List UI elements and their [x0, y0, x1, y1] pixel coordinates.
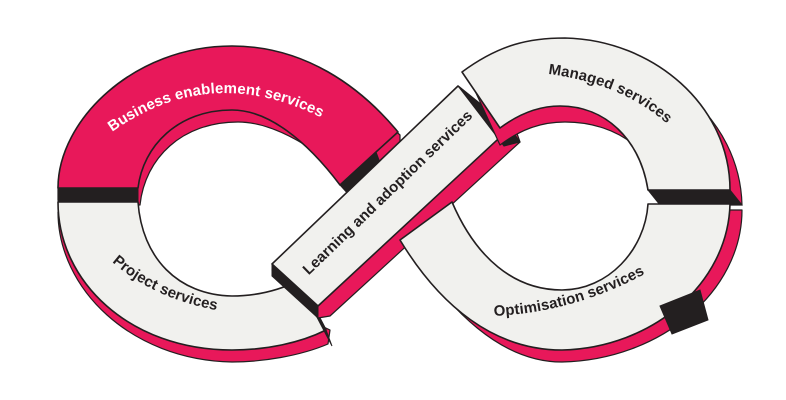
- right-loop: Managed services Optimisation services: [399, 37, 744, 363]
- segment-managed[interactable]: Managed services: [461, 37, 744, 206]
- managed-face: [461, 37, 731, 191]
- optimisation-edge: [659, 289, 709, 335]
- optimisation-face: [399, 201, 731, 351]
- managed-edge: [646, 189, 744, 206]
- project-face: [57, 201, 327, 351]
- project-edge: [57, 187, 139, 203]
- left-loop: Business enablement services Project ser…: [57, 45, 401, 363]
- business-enablement-face: [57, 45, 399, 189]
- segment-project[interactable]: Project services: [57, 187, 333, 363]
- segment-business-enablement[interactable]: Business enablement services: [57, 45, 401, 206]
- segment-optimisation[interactable]: Optimisation services: [399, 201, 743, 363]
- learning-adoption-edge-bottom: [271, 262, 319, 320]
